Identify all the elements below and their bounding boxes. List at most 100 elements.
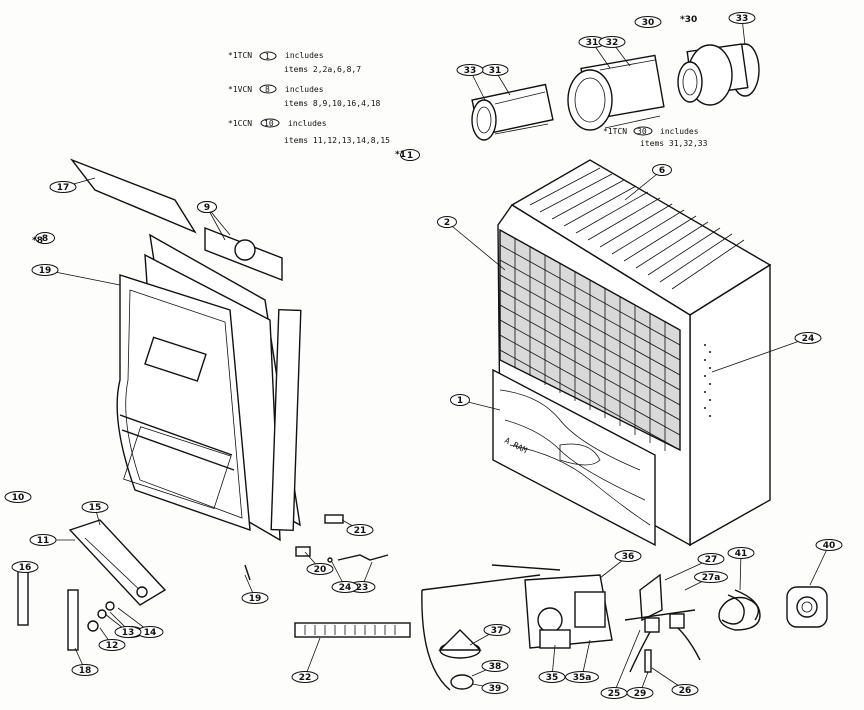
callout-1: 1	[400, 149, 420, 161]
callout-40: 40	[809, 539, 843, 586]
note-2-num: 8	[265, 85, 270, 94]
callout-bubble-9	[197, 201, 217, 213]
callout-bubble-10	[4, 491, 32, 503]
callout-bubble-19	[241, 592, 269, 604]
gasket-18	[67, 589, 79, 651]
note-2-items: items 8,9,10,16,4,18	[284, 99, 381, 108]
note-1: *1TCN 1 includes items 2,2a,6,8,7	[228, 51, 361, 74]
callout-label-2: 2	[444, 218, 450, 228]
callout-17: 17	[49, 177, 96, 193]
callout-leader-24	[711, 337, 809, 373]
callout-label-30: 30	[642, 18, 655, 28]
callout-bubble-13	[114, 626, 142, 638]
callout-1: 1	[450, 394, 501, 411]
callout-bubble-20	[306, 563, 334, 575]
callout-leader-22	[304, 637, 321, 678]
callout-bubble-1	[450, 394, 470, 406]
callout-label-19: 19	[249, 594, 262, 604]
burner-tray-11	[68, 519, 167, 606]
callout-bubble-33	[456, 64, 484, 76]
callout-11: 11	[29, 534, 75, 546]
callout-31: 31	[578, 36, 611, 69]
callout-bubble-38	[481, 660, 509, 672]
callout-24: 24	[331, 561, 359, 593]
callout-35: 35	[538, 644, 566, 683]
callout-bubble-19	[31, 264, 59, 276]
callout-label-31: 31	[586, 38, 599, 48]
note-3-num: 10	[264, 119, 274, 128]
callout-14: 14	[117, 607, 164, 638]
asterisk-mark-1: *1	[395, 150, 406, 160]
callout-label-25: 25	[608, 689, 621, 699]
gasket-16	[17, 564, 29, 626]
combustion-chamber-19	[116, 274, 251, 532]
callout-label-1: 1	[457, 396, 463, 406]
callout-label-35a: 35a	[573, 673, 592, 683]
callout-label-14: 14	[144, 628, 157, 638]
callout-13: 13	[104, 613, 142, 638]
callout-bubble-33	[728, 12, 756, 24]
callout-label-20: 20	[314, 565, 327, 575]
callout-19: 19	[241, 574, 269, 604]
callout-33: 33	[728, 12, 756, 46]
callout-bubble-12	[98, 639, 126, 651]
callout-label-35: 35	[546, 673, 559, 683]
callout-label-24: 24	[802, 334, 815, 344]
callout-label-21: 21	[354, 526, 367, 536]
callout-bubble-24	[331, 581, 359, 593]
callout-label-26: 26	[679, 686, 692, 696]
callout-label-12: 12	[106, 641, 119, 651]
callout-bubble-27	[697, 553, 725, 565]
callout-label-1: 1	[407, 151, 413, 161]
callout-bubble-6	[652, 164, 672, 176]
callout-bubble-24	[794, 332, 822, 344]
callout-bubble-21	[346, 524, 374, 536]
small-fittings	[244, 514, 389, 581]
callout-33: 33	[456, 64, 486, 101]
callout-bubble-29	[626, 687, 654, 699]
callout-37: 37	[469, 624, 511, 646]
callout-label-10: 10	[12, 493, 25, 503]
callout-bubble-30	[634, 16, 662, 28]
callout-22: 22	[291, 637, 321, 683]
callout-bubble-27a	[694, 571, 728, 583]
callout-6: 6	[624, 164, 672, 201]
callout-label-15: 15	[89, 503, 102, 513]
note-4-num: 30	[637, 127, 647, 136]
note-4-prefix: *1TCN	[603, 127, 627, 136]
callout-bubble-8	[35, 232, 55, 244]
callout-41: 41	[727, 547, 755, 591]
callout-label-6: 6	[659, 166, 665, 176]
burner-tube-22	[294, 622, 411, 638]
callout-29: 29	[626, 671, 654, 699]
callout-label-17: 17	[57, 183, 70, 193]
callout-label-11: 11	[37, 536, 50, 546]
asterisk-mark-30: *30	[680, 15, 697, 25]
callout-label-27a: 27a	[702, 573, 721, 583]
callout-16: 16	[11, 561, 39, 573]
callout-bubble-32	[598, 36, 626, 48]
callout-bubble-16	[11, 561, 39, 573]
callout-label-31: 31	[489, 66, 502, 76]
callout-8: 8	[35, 232, 55, 244]
pilot-burner-27	[624, 573, 701, 673]
note-4: *1TCN 30 includes items 31,32,33	[603, 126, 708, 148]
note-2-text: includes	[285, 85, 324, 94]
callout-label-18: 18	[79, 666, 92, 676]
gas-supply-fittings	[438, 629, 482, 690]
callout-20: 20	[304, 551, 334, 575]
callout-bubble-26	[671, 684, 699, 696]
note-4-text: includes	[660, 127, 699, 136]
callout-leader-6	[624, 169, 663, 201]
callout-bubble-36	[614, 550, 642, 562]
callout-35a: 35a	[565, 639, 599, 683]
callout-36: 36	[599, 550, 642, 579]
knob-40	[786, 586, 828, 628]
callout-leader-2	[446, 221, 506, 271]
rear-bracket-9	[204, 226, 283, 282]
note-4-items: items 31,32,33	[640, 139, 708, 148]
callout-leader-25	[613, 629, 641, 694]
callout-12: 12	[98, 627, 126, 651]
callout-2: 2	[437, 216, 506, 271]
